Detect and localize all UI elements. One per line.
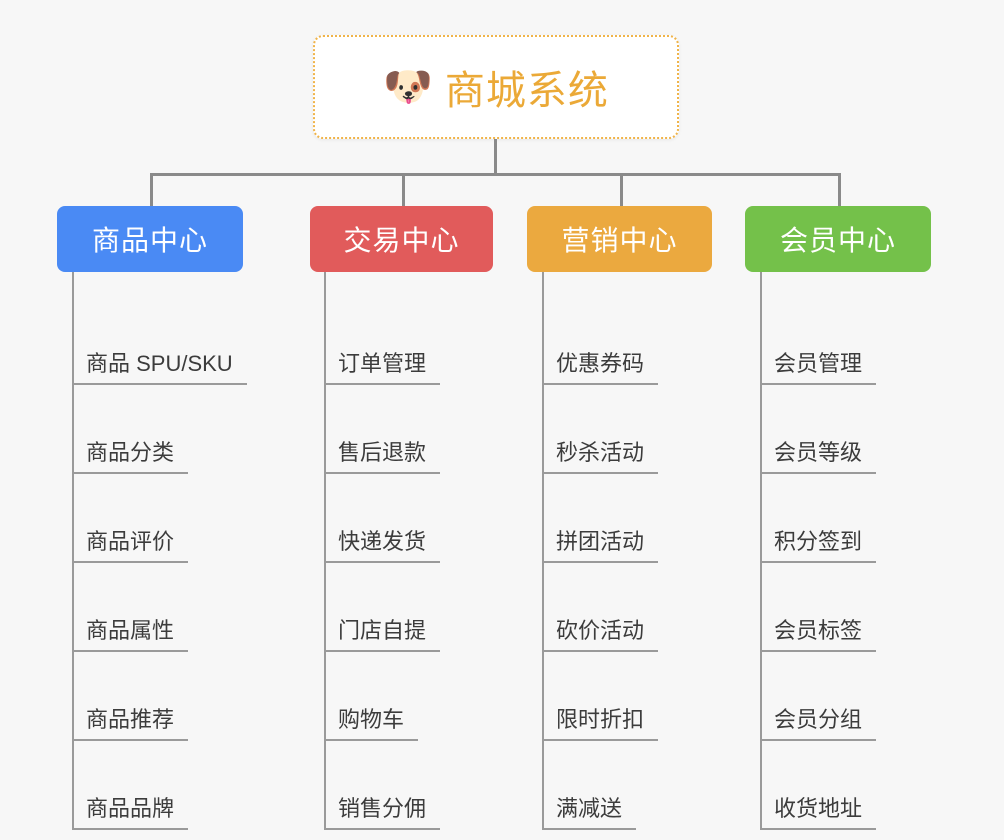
leaf-list: 订单管理售后退款快递发货门店自提购物车销售分佣	[324, 296, 493, 830]
leaf-item-label: 拼团活动	[542, 529, 659, 563]
leaf-item[interactable]: 销售分佣	[324, 741, 493, 830]
leaf-item[interactable]: 快递发货	[324, 474, 493, 563]
leaf-item[interactable]: 售后退款	[324, 385, 493, 474]
leaf-item-label: 砍价活动	[542, 618, 659, 652]
leaf-spine	[324, 272, 326, 830]
leaf-item-label: 商品品牌	[72, 796, 189, 830]
leaf-item-label: 秒杀活动	[542, 440, 659, 474]
category-label: 交易中心	[343, 225, 460, 256]
root-node-label: 商城系统	[444, 69, 609, 113]
leaf-item-label: 收货地址	[760, 796, 877, 830]
leaf-item[interactable]: 订单管理	[324, 296, 493, 385]
leaf-item[interactable]: 会员标签	[760, 563, 931, 652]
leaf-item-label: 商品属性	[72, 618, 189, 652]
leaf-group: 会员管理会员等级积分签到会员标签会员分组收货地址	[745, 272, 931, 830]
leaf-item-label: 会员等级	[760, 440, 877, 474]
connector-drop-4	[838, 173, 841, 206]
shiba-dog-face-icon: 🐶	[383, 65, 433, 109]
leaf-item-label: 满减送	[542, 796, 637, 830]
connector-root-trunk	[494, 139, 497, 175]
leaf-item[interactable]: 购物车	[324, 652, 493, 741]
category-box[interactable]: 商品中心	[57, 206, 243, 272]
leaf-item[interactable]: 砍价活动	[542, 563, 712, 652]
category-box[interactable]: 营销中心	[527, 206, 712, 272]
leaf-item-label: 优惠券码	[542, 351, 659, 385]
leaf-item-label: 订单管理	[324, 351, 441, 385]
leaf-item[interactable]: 商品 SPU/SKU	[72, 296, 247, 385]
leaf-group: 商品 SPU/SKU 商品分类商品评价商品属性商品推荐商品品牌	[57, 272, 247, 830]
leaf-item[interactable]: 限时折扣	[542, 652, 712, 741]
leaf-item[interactable]: 拼团活动	[542, 474, 712, 563]
connector-horizontal-bus	[150, 173, 838, 176]
leaf-item[interactable]: 会员等级	[760, 385, 931, 474]
leaf-item-label: 门店自提	[324, 618, 441, 652]
leaf-item[interactable]: 会员管理	[760, 296, 931, 385]
leaf-item-label: 会员标签	[760, 618, 877, 652]
category-label: 商品中心	[91, 225, 208, 256]
leaf-item-label: 快递发货	[324, 529, 441, 563]
leaf-item[interactable]: 门店自提	[324, 563, 493, 652]
leaf-item-label: 销售分佣	[324, 796, 441, 830]
leaf-item-label: 会员管理	[760, 351, 877, 385]
leaf-item[interactable]: 优惠券码	[542, 296, 712, 385]
branch-column: 营销中心优惠券码秒杀活动拼团活动砍价活动限时折扣满减送	[527, 206, 712, 830]
leaf-item[interactable]: 商品属性	[72, 563, 243, 652]
category-label: 会员中心	[779, 225, 896, 256]
leaf-item-label: 购物车	[324, 707, 419, 741]
connector-drop-1	[150, 173, 153, 206]
category-box[interactable]: 交易中心	[310, 206, 493, 272]
leaf-item[interactable]: 收货地址	[760, 741, 931, 830]
leaf-item-label: 商品推荐	[72, 707, 189, 741]
leaf-item-label: 商品分类	[72, 440, 189, 474]
leaf-item[interactable]: 满减送	[542, 741, 712, 830]
leaf-item-label: 商品评价	[72, 529, 189, 563]
leaf-item-label: 会员分组	[760, 707, 877, 741]
leaf-list: 商品 SPU/SKU 商品分类商品评价商品属性商品推荐商品品牌	[72, 296, 247, 830]
leaf-spine	[72, 272, 74, 830]
leaf-item-label: 商品 SPU/SKU	[72, 351, 247, 385]
branch-column: 交易中心订单管理售后退款快递发货门店自提购物车销售分佣	[310, 206, 493, 830]
connector-drop-3	[620, 173, 623, 206]
leaf-item[interactable]: 秒杀活动	[542, 385, 712, 474]
connector-drop-2	[402, 173, 405, 206]
category-box[interactable]: 会员中心	[745, 206, 931, 272]
leaf-item[interactable]: 会员分组	[760, 652, 931, 741]
leaf-item-label: 积分签到	[760, 529, 877, 563]
leaf-item[interactable]: 商品评价	[72, 474, 243, 563]
leaf-list: 优惠券码秒杀活动拼团活动砍价活动限时折扣满减送	[542, 296, 712, 830]
leaf-item[interactable]: 商品品牌	[72, 741, 243, 830]
leaf-list: 会员管理会员等级积分签到会员标签会员分组收货地址	[760, 296, 931, 830]
root-node[interactable]: 🐶 商城系统	[313, 35, 679, 139]
leaf-item-label: 售后退款	[324, 440, 441, 474]
leaf-item[interactable]: 商品分类	[72, 385, 243, 474]
leaf-group: 优惠券码秒杀活动拼团活动砍价活动限时折扣满减送	[527, 272, 712, 830]
leaf-group: 订单管理售后退款快递发货门店自提购物车销售分佣	[310, 272, 493, 830]
leaf-item[interactable]: 积分签到	[760, 474, 931, 563]
leaf-spine	[542, 272, 544, 830]
leaf-spine	[760, 272, 762, 830]
branch-column: 商品中心商品 SPU/SKU 商品分类商品评价商品属性商品推荐商品品牌	[57, 206, 247, 830]
leaf-item[interactable]: 商品推荐	[72, 652, 243, 741]
category-label: 营销中心	[561, 225, 678, 256]
branch-column: 会员中心会员管理会员等级积分签到会员标签会员分组收货地址	[745, 206, 931, 830]
leaf-item-label: 限时折扣	[542, 707, 659, 741]
